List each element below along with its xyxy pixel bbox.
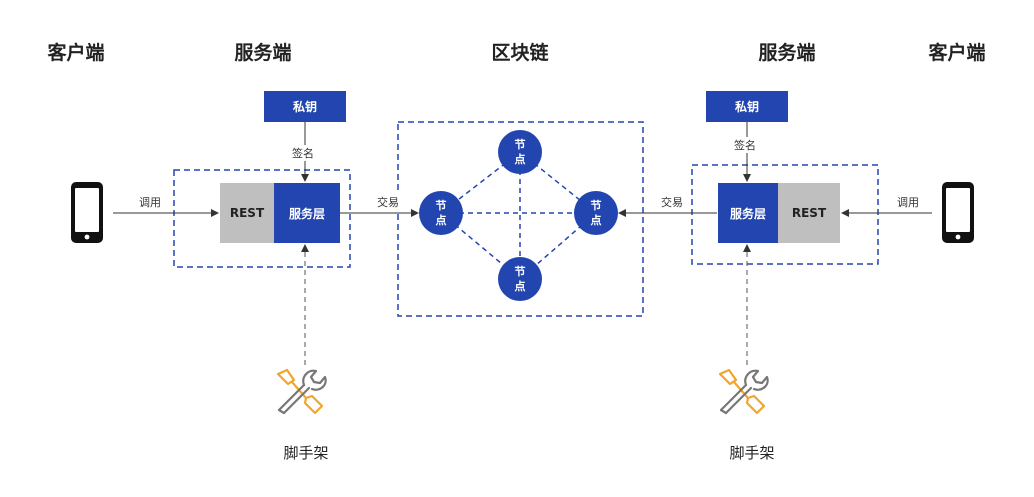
heading-client-right: 客户端 (928, 42, 986, 64)
node-left-char-1: 节 (435, 199, 447, 212)
left-rest-box: REST (220, 183, 274, 243)
node-left-char-2: 点 (435, 214, 447, 227)
left-service-layer-box: 服务层 (274, 183, 340, 243)
left-server-container (173, 169, 351, 268)
left-private-key-box: 私钥 (264, 91, 346, 122)
phone-icon-right (942, 182, 974, 243)
node-bottom: 节 点 (498, 257, 542, 301)
blockchain-container (397, 121, 644, 317)
heading-server-left: 服务端 (234, 42, 292, 64)
right-call-label: 调用 (896, 194, 920, 210)
right-scaffold-label: 脚手架 (729, 444, 775, 462)
heading-client-left: 客户端 (47, 42, 105, 64)
node-bottom-char-2: 点 (514, 280, 526, 293)
left-scaffold-label: 脚手架 (283, 444, 329, 462)
phone-icon-left (71, 182, 103, 243)
right-tx-label: 交易 (660, 194, 684, 210)
node-top-char-1: 节 (514, 138, 526, 151)
node-left: 节 点 (419, 191, 463, 235)
heading-blockchain: 区块链 (491, 42, 549, 64)
node-right-char-1: 节 (590, 199, 602, 212)
left-tx-label: 交易 (376, 194, 400, 210)
right-private-key-box: 私钥 (706, 91, 788, 122)
node-bottom-char-1: 节 (514, 265, 526, 278)
heading-server-right: 服务端 (758, 42, 816, 64)
right-service-layer-box: 服务层 (718, 183, 778, 243)
wrench-screwdriver-icon-right (718, 368, 769, 415)
right-server-container (691, 164, 879, 265)
left-sign-label: 签名 (291, 145, 315, 161)
right-sign-label: 签名 (733, 137, 757, 153)
node-top-char-2: 点 (514, 153, 526, 166)
node-top: 节 点 (498, 130, 542, 174)
node-right-char-2: 点 (590, 214, 602, 227)
left-call-label: 调用 (138, 194, 162, 210)
node-right: 节 点 (574, 191, 618, 235)
right-rest-box: REST (778, 183, 840, 243)
wrench-screwdriver-icon-left (276, 368, 327, 415)
